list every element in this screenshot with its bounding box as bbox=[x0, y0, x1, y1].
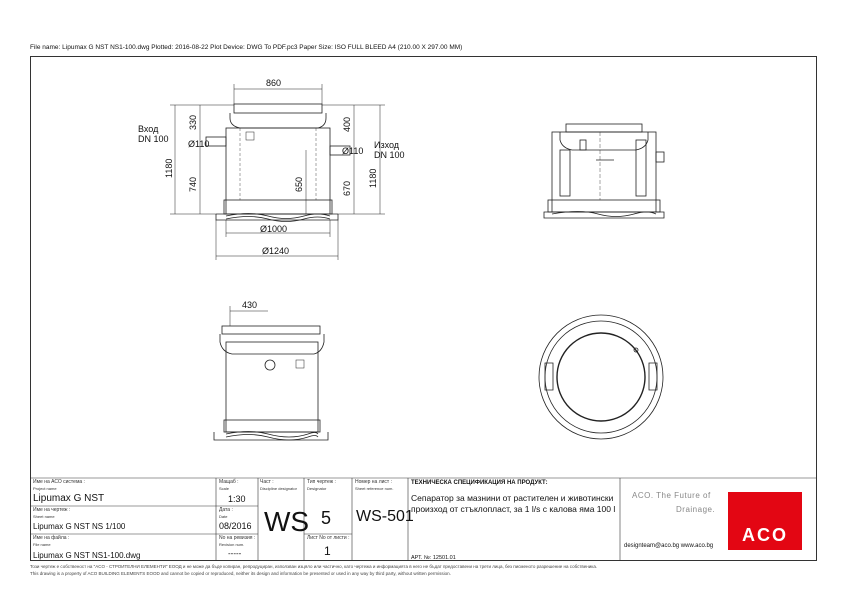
drawing-frame bbox=[30, 56, 817, 561]
dim-1180-left: 1180 bbox=[164, 158, 174, 178]
aco-logo-text: ACO bbox=[742, 525, 788, 545]
type-label-en: Designator bbox=[307, 486, 327, 491]
file-name: Lipumax G NST NS1-100.dwg bbox=[33, 551, 141, 560]
dim-110-outlet: Ø110 bbox=[342, 146, 364, 156]
front-dimension-lines bbox=[170, 84, 385, 260]
title-block-lines bbox=[30, 477, 817, 561]
spec-line-2: произход от стъклопласт, за 1 l/s с кало… bbox=[411, 504, 616, 514]
date-label: Дата : bbox=[219, 507, 233, 513]
sheet-number: WS-501 bbox=[356, 508, 414, 525]
dim-650: 650 bbox=[294, 176, 304, 192]
dim-1000: Ø1000 bbox=[260, 224, 288, 234]
aco-tagline-1: ACO. The Future of bbox=[632, 491, 711, 500]
article-number: АРТ. №: 12501.01 bbox=[411, 555, 456, 561]
spec-line-1: Сепаратор за мазнини от растителен и жив… bbox=[411, 493, 614, 503]
aco-logo: ACO bbox=[728, 492, 802, 550]
rear-dimension-lines bbox=[229, 306, 268, 326]
part-label: Част : bbox=[260, 479, 274, 485]
revision-value: ----- bbox=[228, 549, 242, 558]
part-label-en: Discipline designator bbox=[260, 486, 297, 491]
revision-label: No на ревизия : bbox=[219, 535, 256, 541]
dim-1240: Ø1240 bbox=[262, 246, 290, 256]
scale-value: 1:30 bbox=[228, 494, 246, 504]
file-label-en: File name bbox=[33, 542, 51, 547]
outlet-label: Изход bbox=[374, 140, 400, 150]
spec-title: ТЕХНИЧЕСКА СПЕЦИФИКАЦИЯ НА ПРОДУКТ: bbox=[411, 480, 548, 486]
footer-en: This drawing is a property of ACO BUILDI… bbox=[30, 571, 451, 576]
revision-label-en: Revision num. bbox=[219, 542, 245, 547]
scale-label-en: Scale bbox=[219, 486, 230, 491]
side-section-view bbox=[543, 123, 665, 219]
sheet-num-label: Номер на лист : bbox=[355, 479, 392, 485]
project-label: Име на АСО система : bbox=[33, 479, 85, 485]
type-value: 5 bbox=[321, 508, 332, 528]
dim-400: 400 bbox=[342, 116, 352, 132]
type-label: Тип чертеж : bbox=[307, 479, 336, 485]
inlet-dn: DN 100 bbox=[138, 134, 169, 144]
dim-110-inlet: Ø110 bbox=[188, 139, 210, 149]
project-name: Lipumax G NST bbox=[33, 493, 105, 504]
dim-740: 740 bbox=[188, 176, 198, 192]
part-value: WS bbox=[264, 506, 310, 537]
plot-header: File name: Lipumax G NST NS1-100.dwg Plo… bbox=[30, 44, 463, 51]
scale-label: Мащаб : bbox=[219, 479, 239, 485]
date-value: 08/2016 bbox=[219, 521, 252, 531]
front-view bbox=[205, 103, 351, 222]
dim-1180-right: 1180 bbox=[368, 168, 378, 188]
aco-tagline-2: Drainage. bbox=[676, 505, 716, 514]
dim-670: 670 bbox=[342, 180, 352, 196]
sheet-name: Lipumax G NST NS 1/100 bbox=[33, 522, 126, 531]
sheet-label-en: Sheet name bbox=[33, 514, 55, 519]
footer-bg: Този чертеж е собственост на "ACO - СТРО… bbox=[30, 564, 598, 569]
sheet-label: Име на чертеж : bbox=[33, 507, 71, 513]
dim-330: 330 bbox=[188, 114, 198, 130]
inlet-label: Вход bbox=[138, 124, 159, 134]
dim-860: 860 bbox=[266, 78, 282, 88]
dim-430: 430 bbox=[242, 300, 258, 310]
sheet-no-label: Лист No от листи : bbox=[307, 535, 350, 541]
project-label-en: Project name bbox=[33, 486, 57, 491]
file-label: Име на файла : bbox=[33, 535, 70, 541]
outlet-dn: DN 100 bbox=[374, 150, 405, 160]
sheet-num-label-en: Sheet reference num. bbox=[355, 486, 394, 491]
aco-contact: designteam@aco.bg www.aco.bg bbox=[624, 543, 714, 549]
plan-view bbox=[538, 314, 664, 440]
rear-view bbox=[213, 325, 329, 441]
sheet-no-value: 1 bbox=[324, 544, 331, 558]
date-label-en: Date bbox=[219, 514, 228, 519]
